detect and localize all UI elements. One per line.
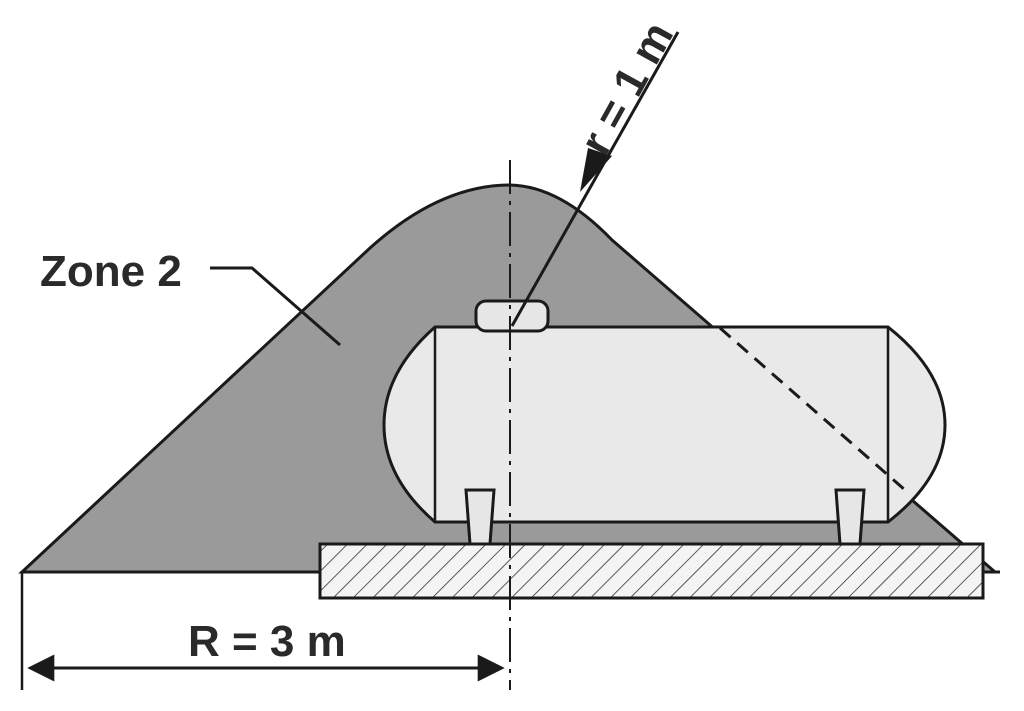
tank-valve [474, 299, 550, 333]
tank-saddle-right [834, 488, 866, 546]
tank-saddle-left [464, 488, 496, 546]
zone-label-leader [210, 266, 341, 347]
small-radius-arrowhead [580, 148, 612, 192]
tank [382, 299, 947, 546]
small-radius-label: r = 1 m [571, 14, 683, 163]
foundation-slab [318, 542, 985, 600]
zone-boundary-hidden [719, 326, 906, 492]
large-radius-label: R = 3 m [188, 617, 346, 666]
small-radius-leader [510, 31, 680, 327]
zone-label: Zone 2 [40, 247, 182, 296]
